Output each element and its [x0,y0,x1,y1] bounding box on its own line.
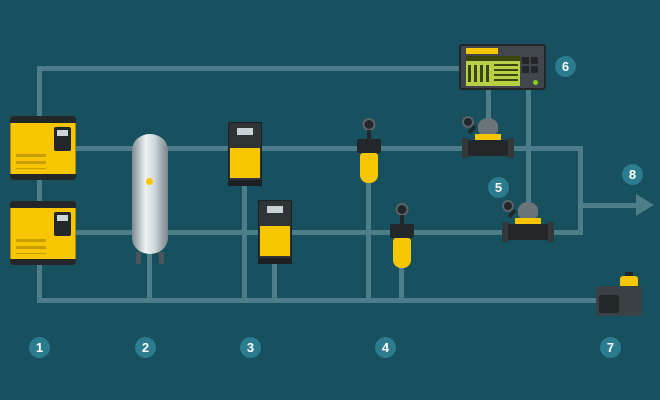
outlet-arrow-icon [636,194,654,216]
filter-bowl [393,238,411,268]
dryer-front-panel [230,148,260,178]
badge-outlet: 8 [622,164,643,185]
valve-collar [515,218,541,224]
valve-flange [462,138,469,158]
drain-dryer-1 [242,180,247,300]
controller-buttons [522,57,540,85]
gauge-stem [400,215,404,225]
valve-flange [547,222,554,242]
valve-actuator [518,202,538,218]
drain-tank [147,240,152,300]
dryer-base [258,258,292,264]
dryer-unit-2 [258,200,292,264]
badge-valves: 5 [488,177,509,198]
filter-bowl [360,153,378,183]
valve-actuator [478,118,498,134]
drain-dryer-2 [272,258,277,300]
pipe-left-drop [37,66,42,303]
air-receiver-tank [132,134,168,264]
valve-body [508,224,548,240]
compressor-base [10,174,76,180]
cable-controller-valve-1 [486,88,491,146]
compressor-unit-2 [10,201,76,265]
kaeser-logo [466,48,498,54]
compressor-display [54,127,71,151]
compressor-base [10,259,76,265]
pressure-gauge-icon [502,200,514,212]
pipe-control-line-top [37,66,461,71]
filter-head [357,139,381,153]
filter-head [390,224,414,238]
tank-leg [159,252,164,264]
valve-flange [507,138,514,158]
valve-collar [475,134,501,140]
pressure-gauge-icon [462,116,474,128]
valve-flange [502,222,509,242]
badge-filters: 4 [375,337,396,358]
valve-unit-2 [502,200,554,252]
filter-unit-2 [390,203,414,269]
pressure-gauge-icon [395,203,409,216]
dryer-front-panel [260,226,290,256]
status-led [533,80,538,85]
compressor-unit-1 [10,116,76,180]
dryer-display [267,206,283,213]
pipe-flow-line-top [70,146,583,151]
badge-dryers: 3 [240,337,261,358]
compressor-top-panel [10,201,76,208]
badge-compressors: 1 [29,337,50,358]
compressor-display [54,212,71,236]
gauge-stem [367,130,371,140]
dryer-base [228,180,262,186]
badge-controller: 6 [555,56,576,77]
pipe-right-riser [578,146,583,235]
compressor-top-panel [10,116,76,123]
drain-filter-1 [366,178,371,300]
tank-port [146,178,153,185]
controller-screen [466,56,520,86]
treatment-front-panel [599,295,619,313]
cable-controller-valve-2 [526,88,531,232]
pipe-outlet [578,203,638,208]
treatment-cap [625,272,633,278]
badge-condensate-treatment: 7 [600,337,621,358]
drain-filter-2 [399,262,404,300]
tank-leg [136,252,141,264]
master-controller [459,44,546,90]
compressor-vents [16,239,46,254]
valve-body [468,140,508,156]
valve-unit-1 [462,116,514,168]
condensate-treatment-unit [596,272,642,316]
pipe-flow-line-bottom [70,230,583,235]
pipe-condensate-line [37,298,606,303]
pressure-gauge-icon [362,118,376,131]
filter-unit-1 [357,118,381,184]
compressor-vents [16,154,46,169]
badge-air-receiver: 2 [135,337,156,358]
dryer-display [237,128,253,135]
dryer-unit-1 [228,122,262,186]
